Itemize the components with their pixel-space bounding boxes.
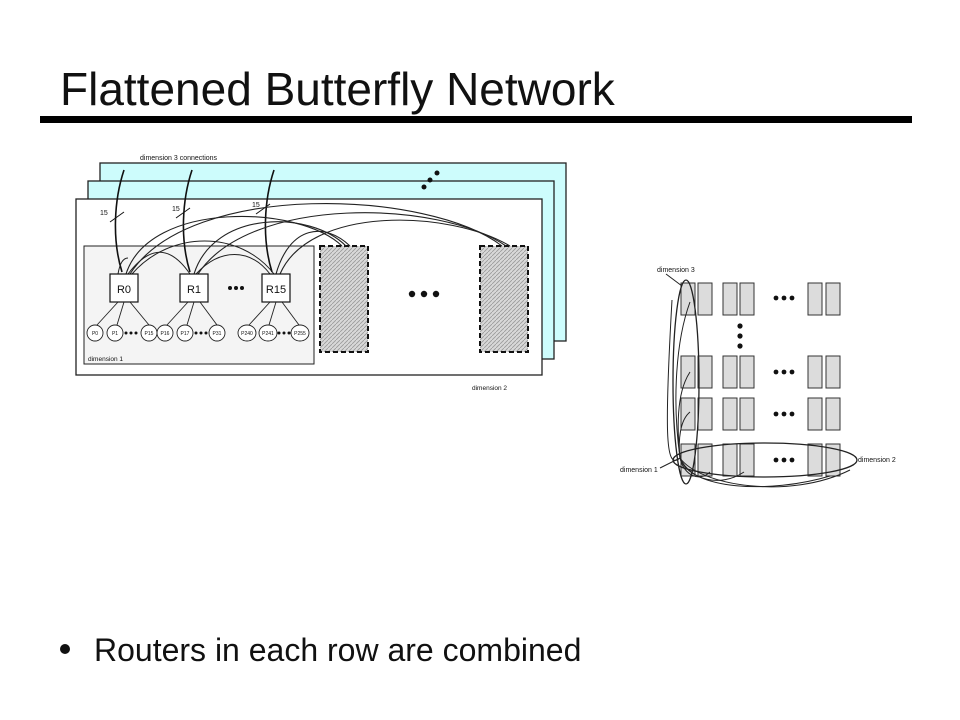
processor-P15: P15 bbox=[140, 324, 158, 342]
title-underline bbox=[40, 116, 912, 123]
processor-label: P15 bbox=[145, 331, 154, 337]
router-cell bbox=[697, 397, 713, 431]
router-cell bbox=[825, 282, 841, 316]
router-R1: R1 bbox=[179, 273, 209, 303]
left-network-diagram: R0 R1 R15 P0 P1 P15 P16 P17 P31 P240 bbox=[75, 155, 567, 392]
router-cell bbox=[825, 443, 841, 477]
processor-P16: P16 bbox=[156, 324, 174, 342]
dimension-3-links bbox=[114, 169, 275, 273]
router-grid bbox=[680, 282, 841, 477]
processor-label: P240 bbox=[241, 331, 253, 337]
dimension-1-label: dimension 1 bbox=[620, 467, 658, 474]
group-ellipsis bbox=[408, 290, 440, 298]
bullet-item: Routers in each row are combined bbox=[60, 632, 581, 669]
processor-P31: P31 bbox=[208, 324, 226, 342]
processor-P0: P0 bbox=[86, 324, 104, 342]
dimension-2-links bbox=[125, 203, 511, 275]
router-cell bbox=[739, 443, 755, 477]
router-cell bbox=[697, 282, 713, 316]
router-cell bbox=[825, 397, 841, 431]
router-cell bbox=[697, 443, 713, 477]
router-cell bbox=[807, 397, 823, 431]
processor-P17: P17 bbox=[176, 324, 194, 342]
dimension-3-connections-label: dimension 3 connections bbox=[140, 155, 218, 162]
processor-label: P31 bbox=[213, 331, 222, 337]
router-label: R0 bbox=[117, 284, 131, 296]
processor-links bbox=[96, 301, 300, 326]
processor-label: P16 bbox=[161, 331, 170, 337]
dimension-1-label: dimension 1 bbox=[88, 356, 123, 363]
processor-label: P0 bbox=[92, 331, 98, 337]
dimension-2-label: dimension 2 bbox=[858, 457, 896, 464]
router-cell bbox=[722, 397, 738, 431]
slide-title: Flattened Butterfly Network bbox=[60, 63, 615, 115]
router-cell bbox=[722, 355, 738, 389]
router-cell bbox=[680, 355, 696, 389]
column-ellipsis bbox=[773, 295, 795, 463]
router-R15: R15 bbox=[261, 273, 291, 303]
processor-label: P17 bbox=[181, 331, 190, 337]
processor-P255: P255 bbox=[290, 324, 310, 342]
link-count-label: 15 bbox=[172, 206, 180, 213]
dimension-3-ring bbox=[672, 279, 700, 485]
dimension-2-label: dimension 2 bbox=[472, 385, 507, 392]
dimension-1-pointer bbox=[659, 457, 681, 469]
router-cell bbox=[722, 443, 738, 477]
link-count-ticks bbox=[109, 203, 271, 223]
bullet-text: Routers in each row are combined bbox=[94, 632, 582, 668]
router-cell bbox=[680, 282, 696, 316]
processor-P1: P1 bbox=[106, 324, 124, 342]
router-cell bbox=[807, 355, 823, 389]
router-cell bbox=[722, 282, 738, 316]
router-cell bbox=[807, 282, 823, 316]
dimension-3-pointer bbox=[665, 273, 683, 287]
router-cell bbox=[739, 282, 755, 316]
right-network-diagram: dimension 3 dimension 1 dimension 2 bbox=[620, 267, 896, 488]
dimension-3-label: dimension 3 bbox=[657, 267, 695, 274]
router-cell bbox=[825, 355, 841, 389]
router-R0: R0 bbox=[109, 273, 139, 303]
dimension-1-links bbox=[117, 240, 275, 275]
processor-ellipsis bbox=[124, 331, 291, 335]
router-ellipsis bbox=[228, 286, 244, 290]
plane-ellipsis bbox=[421, 170, 440, 190]
link-count-label: 15 bbox=[252, 202, 260, 209]
router-group-2 bbox=[319, 245, 369, 353]
router-group-16 bbox=[479, 245, 529, 353]
dimension-1-box bbox=[83, 245, 315, 365]
router-cell bbox=[739, 355, 755, 389]
processor-label: P241 bbox=[262, 331, 274, 337]
processor-label: P1 bbox=[112, 331, 118, 337]
router-cell bbox=[739, 397, 755, 431]
row-ellipsis bbox=[737, 323, 743, 349]
router-cell bbox=[697, 355, 713, 389]
processor-P240: P240 bbox=[237, 324, 257, 342]
processor-label: P255 bbox=[294, 331, 306, 337]
link-count-label: 15 bbox=[100, 210, 108, 217]
bullet-dot bbox=[60, 643, 70, 654]
router-cell bbox=[807, 443, 823, 477]
router-label: R15 bbox=[266, 284, 286, 296]
processor-P241: P241 bbox=[258, 324, 278, 342]
router-label: R1 bbox=[187, 284, 201, 296]
